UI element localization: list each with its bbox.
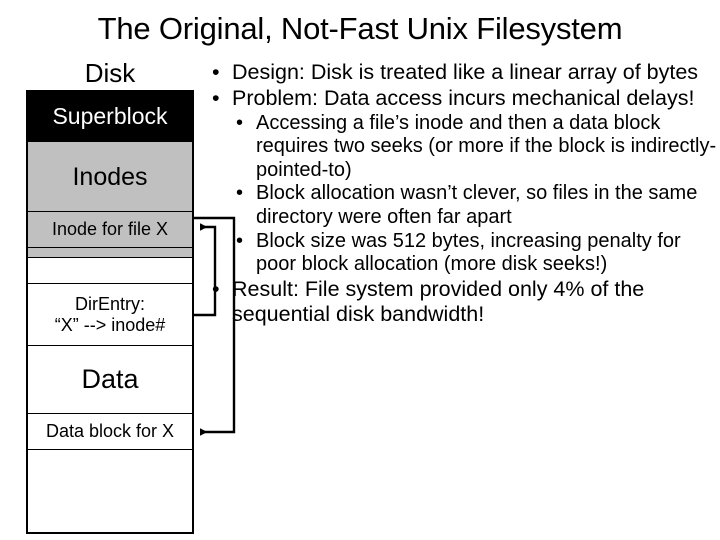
disk-band-inodes-label: Inodes xyxy=(72,162,148,191)
bullet-level-2-list: • Accessing a file’s inode and then a da… xyxy=(206,112,718,277)
disk-band-data-label: Data xyxy=(81,364,139,395)
disk-band-data: Data xyxy=(28,346,192,414)
bullet-item-problem: • Problem: Data access incurs mechanical… xyxy=(206,86,718,111)
disk-band-direntry-line1: DirEntry: xyxy=(74,294,145,315)
disk-band-inode-for-file-x: Inode for file X xyxy=(28,212,192,248)
disk-band-superblock-label: Superblock xyxy=(52,103,168,130)
bullet-item-result: • Result: File system provided only 4% o… xyxy=(206,277,718,327)
page-title: The Original, Not-Fast Unix Filesystem xyxy=(97,11,623,46)
bullet-item-block-allocation: • Block allocation wasn’t clever, so fil… xyxy=(230,182,718,229)
disk-band-data-block-for-x-label: Data block for X xyxy=(45,421,175,442)
bullet-item-two-seeks-text: Accessing a file’s inode and then a data… xyxy=(256,111,717,181)
disk-band-superblock: Superblock xyxy=(28,92,192,142)
bullet-item-block-allocation-text: Block allocation wasn’t clever, so files… xyxy=(256,182,698,228)
bullet-item-problem-text: Problem: Data access incurs mechanical d… xyxy=(232,85,695,110)
disk-label: Disk xyxy=(84,58,136,88)
body-bullet-list: • Design: Disk is treated like a linear … xyxy=(206,60,718,327)
bullet-marker-icon: • xyxy=(212,60,220,84)
disk-band-blank-lower xyxy=(28,450,192,532)
bullet-marker-icon: • xyxy=(212,276,220,301)
bullet-item-result-text: Result: File system provided only 4% of … xyxy=(232,276,645,326)
bullet-marker-icon: • xyxy=(236,229,244,252)
bullet-marker-icon: • xyxy=(236,182,244,205)
disk-layout-diagram: Superblock Inodes Inode for file X DirEn… xyxy=(26,90,194,534)
bullet-item-design-text: Design: Disk is treated like a linear ar… xyxy=(232,60,699,84)
disk-band-direntry-lines: DirEntry: “X” --> inode# xyxy=(28,294,192,334)
disk-band-direntry-line2: “X” --> inode# xyxy=(54,314,166,335)
bullet-item-two-seeks: • Accessing a file’s inode and then a da… xyxy=(230,112,718,183)
disk-band-gray-strip xyxy=(28,248,192,258)
disk-band-direntry: DirEntry: “X” --> inode# xyxy=(28,284,192,346)
disk-band-blank-upper xyxy=(28,258,192,284)
disk-band-inodes: Inodes xyxy=(28,142,192,212)
bullet-marker-icon: • xyxy=(212,85,220,110)
disk-band-inode-for-file-x-label: Inode for file X xyxy=(51,219,169,240)
bullet-item-design: • Design: Disk is treated like a linear … xyxy=(206,60,718,85)
bullet-marker-icon: • xyxy=(236,111,244,134)
bullet-level-1-list: • Design: Disk is treated like a linear … xyxy=(206,60,718,326)
bullet-item-block-size: • Block size was 512 bytes, increasing p… xyxy=(230,230,718,277)
disk-band-data-block-for-x: Data block for X xyxy=(28,414,192,450)
bullet-item-block-size-text: Block size was 512 bytes, increasing pen… xyxy=(256,229,681,276)
